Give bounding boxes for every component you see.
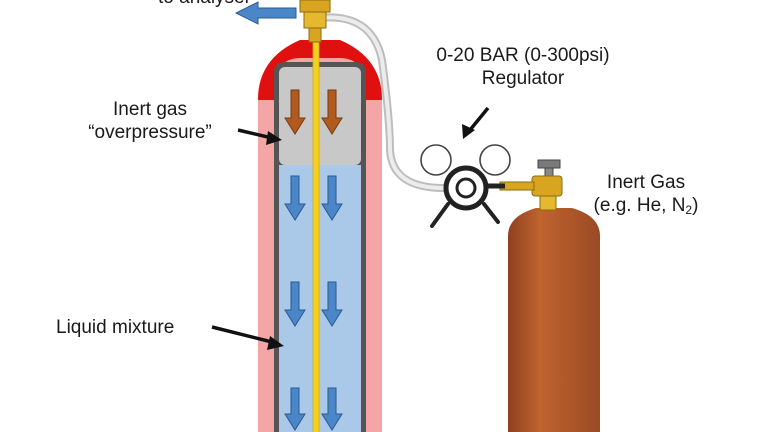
inert-gas-example-sub: 2 (685, 203, 693, 217)
regulator-label: 0-20 BAR (0-300psi) Regulator (412, 44, 634, 90)
gas-bottle (508, 208, 600, 432)
inert-gas-bottle-label: Inert Gas (e.g. He, N2) (566, 171, 726, 217)
left-arrow-icon (234, 1, 297, 25)
liquid-mixture-label: Liquid mixture (56, 317, 175, 338)
regulator-line2: Regulator (481, 68, 565, 89)
inert-gas-line2: “overpressure” (88, 122, 212, 143)
pressure-gauge-icon (420, 144, 452, 176)
valve-icon (299, 0, 331, 43)
down-arrow-icon (284, 89, 343, 135)
dip-tube (312, 19, 320, 432)
inert-gas-bottle-line2: (e.g. He, N2) (566, 194, 726, 217)
down-arrow-icon (284, 175, 343, 431)
cylinder-cap (258, 40, 382, 100)
inert-gas-line1: Inert gas (113, 99, 187, 120)
pressure-gauge-icon (479, 144, 511, 176)
valve-icon (499, 159, 563, 211)
top-cut-label: to analyser (158, 0, 251, 9)
gas-hose-inner (316, 15, 446, 190)
inert-gas-overpressure-label: Inert gas “overpressure” (70, 98, 230, 144)
callout-arrows (211, 106, 490, 350)
regulator (430, 165, 505, 228)
inert-gas-example-pre: (e.g. He, N (593, 195, 686, 216)
inert-gas-example-post: ) (692, 195, 699, 216)
inert-gas-bottle-line1: Inert Gas (606, 172, 686, 193)
regulator-line1: 0-20 BAR (0-300psi) (436, 45, 610, 66)
